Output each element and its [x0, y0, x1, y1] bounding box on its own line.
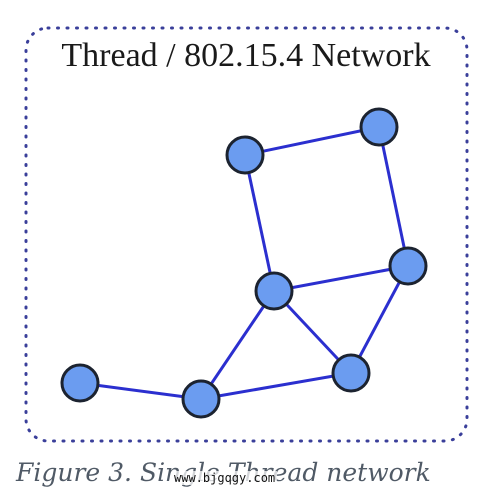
network-node-n6 — [181, 379, 221, 419]
network-link-n1-n5 — [243, 154, 276, 292]
network-link-n6-n8 — [79, 381, 202, 401]
network-node-n5 — [254, 271, 294, 311]
network-boundary-box — [24, 26, 469, 443]
network-link-n5-n4 — [273, 264, 409, 293]
network-link-n7-n6 — [200, 371, 352, 401]
network-link-n2-n4 — [377, 126, 410, 267]
network-link-n5-n6 — [199, 290, 276, 400]
network-node-n2 — [359, 107, 399, 147]
network-node-n1 — [225, 135, 265, 175]
network-link-n4-n7 — [349, 265, 410, 374]
network-node-n7 — [331, 353, 371, 393]
watermark-text: www.bjgqgy.com — [172, 471, 278, 485]
network-title: Thread / 802.15.4 Network — [61, 37, 430, 74]
network-node-n8 — [60, 363, 100, 403]
nodes-layer — [60, 107, 428, 419]
network-link-n1-n2 — [244, 125, 380, 157]
network-node-n4 — [388, 246, 428, 286]
